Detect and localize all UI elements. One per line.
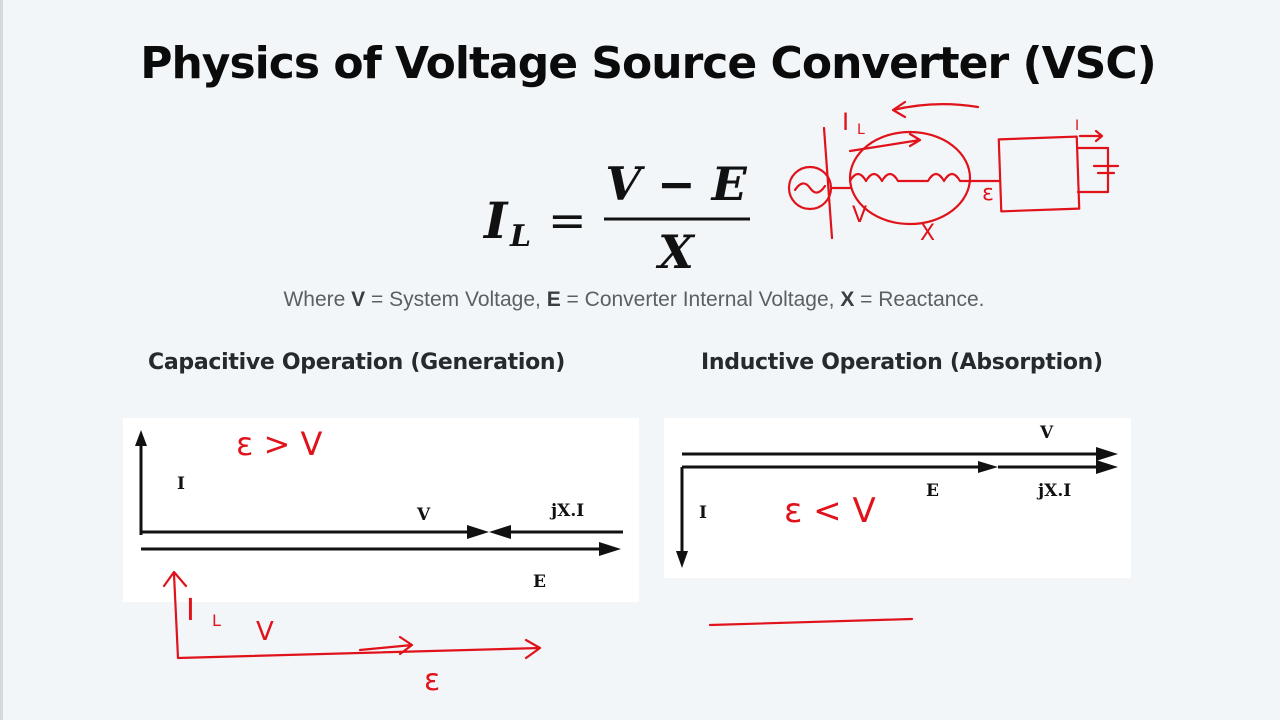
- bus-line: [822, 126, 834, 240]
- sine-wave-icon: [793, 182, 827, 194]
- formula-numerator: V − E: [605, 157, 747, 211]
- slide-title: Physics of Voltage Source Converter (VSC…: [140, 38, 1157, 89]
- converter-box: [997, 135, 1081, 213]
- sketch-current-subscript: L: [212, 611, 221, 630]
- sketch-v-label: V: [256, 617, 274, 647]
- reactor-circle: [848, 130, 972, 226]
- current-label: I: [699, 503, 707, 523]
- e-label: E: [533, 572, 546, 592]
- circuit-v-label: V: [852, 203, 867, 228]
- dc-current-arrow: [1078, 129, 1104, 143]
- v-label: V: [416, 505, 431, 525]
- current-label: I: [177, 474, 185, 494]
- current-formula: I L = V − E X: [482, 157, 750, 279]
- capacitive-heading: Capacitive Operation (Generation): [148, 350, 566, 375]
- circuit-current-label: I: [842, 108, 849, 136]
- circuit-sketch: I L V X ε I: [787, 100, 1120, 246]
- caption-e-symbol: E: [546, 288, 561, 311]
- slide-border: [0, 0, 3, 720]
- sketch-e-label: ε: [424, 663, 440, 698]
- formula-lhs-symbol: I: [482, 191, 509, 250]
- sketch-v-arrow: [358, 635, 414, 656]
- formula-denominator: X: [655, 225, 696, 279]
- dc-link-wires: [1076, 146, 1110, 194]
- jxi-label: jX.I: [549, 501, 584, 521]
- formula-lhs-subscript: L: [509, 219, 531, 254]
- formula-equals: =: [548, 193, 587, 247]
- inductive-phasor-diagram: V E jX.I I: [676, 423, 1118, 568]
- v-phasor-arrowhead: [467, 525, 489, 539]
- inductor-coil-icon: [848, 172, 1002, 183]
- v-phasor-arrowhead: [1096, 447, 1118, 461]
- jxi-phasor-arrowhead: [1096, 460, 1118, 474]
- capacitive-phasor-panel: I V jX.I E: [123, 418, 639, 602]
- capacitive-phasor-diagram: I V jX.I E: [135, 430, 623, 592]
- current-arrowhead: [135, 430, 147, 446]
- jxi-label: jX.I: [1036, 481, 1071, 501]
- caption-v-def: = System Voltage,: [365, 288, 547, 311]
- variable-legend: Where V = System Voltage, E = Converter …: [0, 288, 1268, 312]
- e-phasor-arrowhead: [599, 542, 621, 556]
- inductive-heading: Inductive Operation (Absorption): [701, 350, 1103, 375]
- jxi-phasor-arrowhead: [489, 525, 511, 539]
- dc-current-label: I: [1075, 118, 1079, 134]
- current-arrowhead: [676, 551, 688, 568]
- capacitor-icon: [1092, 164, 1120, 175]
- ac-source-icon: [787, 165, 833, 211]
- inner-current-arrow: [848, 132, 922, 153]
- caption-x-def: = Reactance.: [854, 288, 985, 311]
- sketch-e-arrow: [176, 638, 542, 660]
- v-label: V: [1039, 423, 1054, 443]
- caption-prefix: Where: [283, 288, 352, 311]
- caption-x-symbol: X: [840, 288, 855, 311]
- e-label: E: [926, 481, 939, 501]
- e-phasor-arrowhead: [978, 461, 998, 473]
- inductive-phasor-panel: V E jX.I I: [664, 418, 1131, 578]
- caption-v-symbol: V: [351, 288, 366, 311]
- circuit-e-label: ε: [982, 181, 994, 206]
- circuit-x-label: X: [920, 221, 935, 246]
- circuit-current-subscript: L: [857, 122, 865, 138]
- inductive-underline: [708, 617, 914, 627]
- caption-e-def: = Converter Internal Voltage,: [560, 288, 841, 311]
- current-direction-arrow: [891, 100, 980, 119]
